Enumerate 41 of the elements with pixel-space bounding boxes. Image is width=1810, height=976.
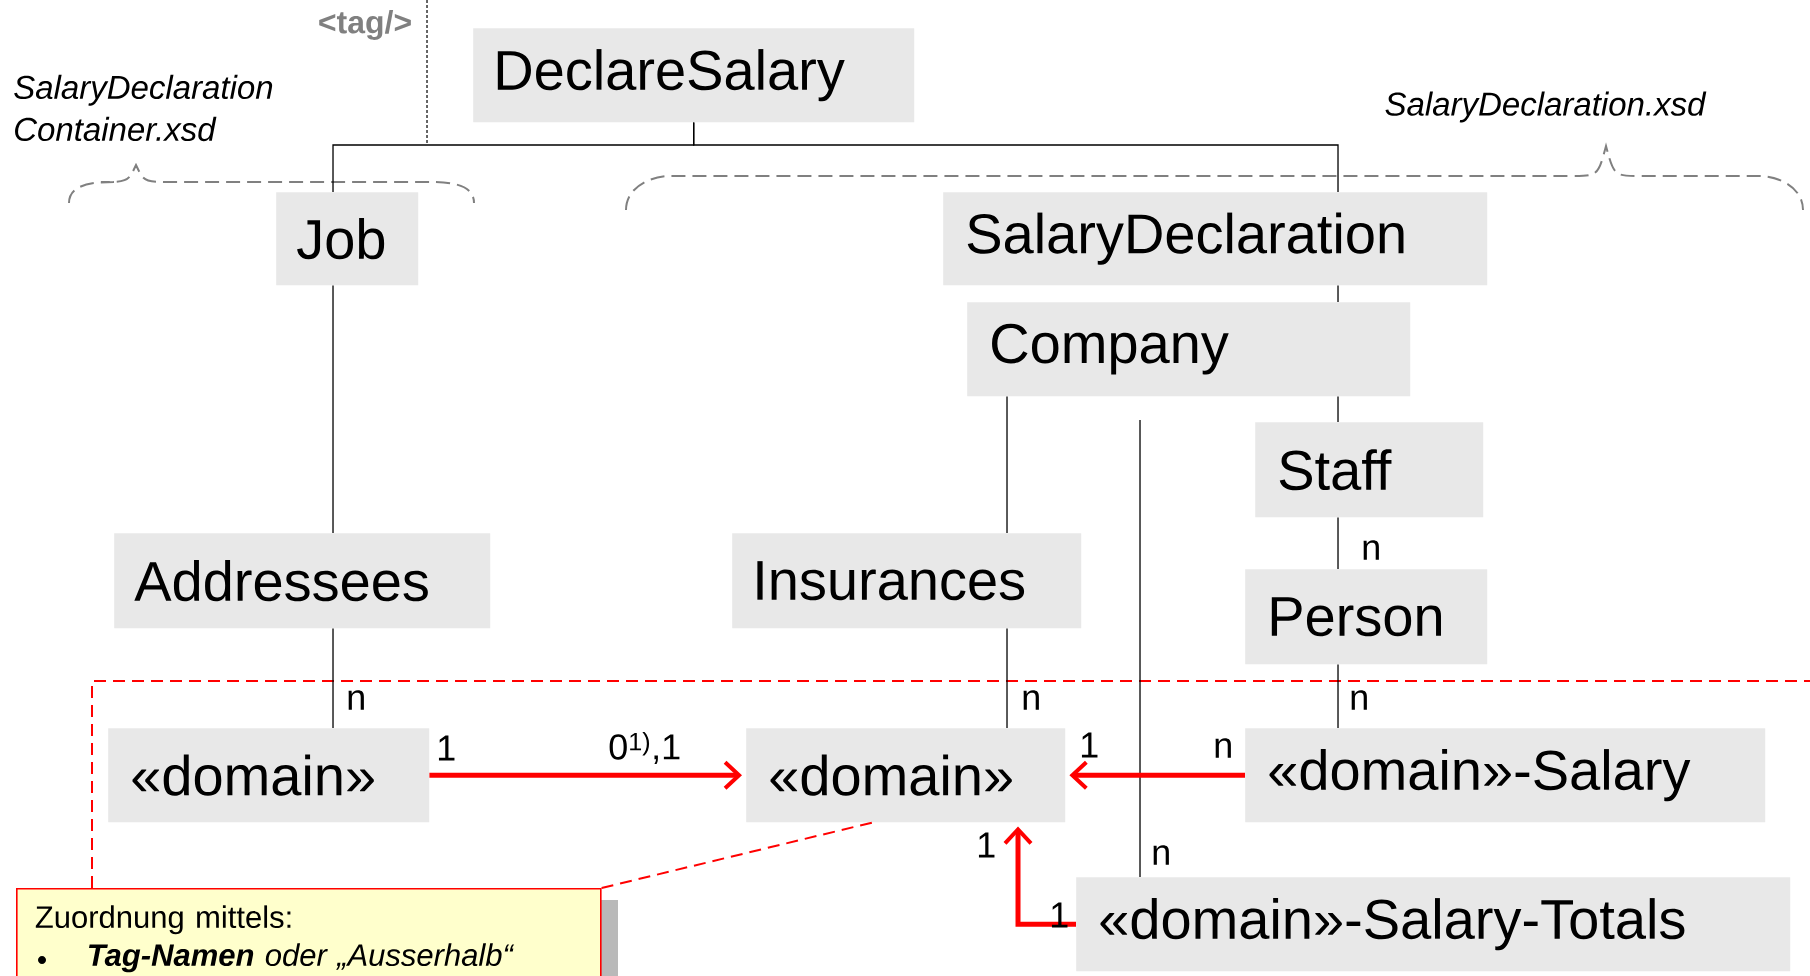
element-box: «domain»-Salary-Totals (1076, 877, 1791, 972)
element-box: «domain»-Salary (1245, 728, 1766, 823)
multiplicity-label: 0$^{1)}$,1 (609, 732, 680, 764)
element-box: Company (967, 302, 1411, 397)
connector-line (332, 284, 334, 534)
multiplicity-label: n (1215, 738, 1231, 758)
element-box: «domain» (746, 728, 1066, 823)
tag-label: <tag/> (319, 10, 411, 40)
multiplicity-label: 1 (438, 735, 455, 761)
connector-line (1006, 627, 1008, 729)
element-box: Addressees (114, 533, 491, 629)
element-box: «domain» (108, 728, 430, 823)
multiplicity-label: 1 (1051, 902, 1068, 928)
association-arrow (1069, 760, 1245, 790)
association-arrow (429, 760, 742, 790)
connector-line (1006, 395, 1008, 534)
multiplicity-label: 1 (978, 832, 995, 858)
multiplicity-label: n (348, 690, 364, 710)
element-box: Staff (1255, 422, 1484, 518)
leader-line (600, 821, 874, 889)
multiplicity-label: n (1023, 690, 1039, 710)
element-box: DeclareSalary (473, 28, 915, 123)
connector-line (693, 121, 1339, 193)
multiplicity-label: n (1351, 690, 1367, 710)
file-label: SalaryDeclaration.xsd (1385, 91, 1707, 123)
multiplicity-label: 1 (1081, 732, 1098, 758)
note-box: Zuordnung mittels: Tag-Namen oder „Ausserhalb“ (16, 888, 602, 976)
element-box: SalaryDeclaration (943, 192, 1488, 286)
element-box: Job (276, 192, 419, 286)
multiplicity-label: n (1153, 845, 1169, 865)
connector-line (332, 627, 334, 729)
association-arrow (1003, 826, 1076, 927)
connector-line (1337, 663, 1339, 729)
multiplicity-label: n (1363, 540, 1379, 560)
element-box: Insurances (732, 533, 1082, 629)
connector-line (1337, 516, 1339, 570)
connector-line (1337, 395, 1339, 423)
file-label: SalaryDeclaration Container.xsd (14, 74, 273, 142)
connector-line (1337, 284, 1339, 303)
element-box: Person (1245, 569, 1488, 665)
connector-line (1139, 419, 1141, 878)
